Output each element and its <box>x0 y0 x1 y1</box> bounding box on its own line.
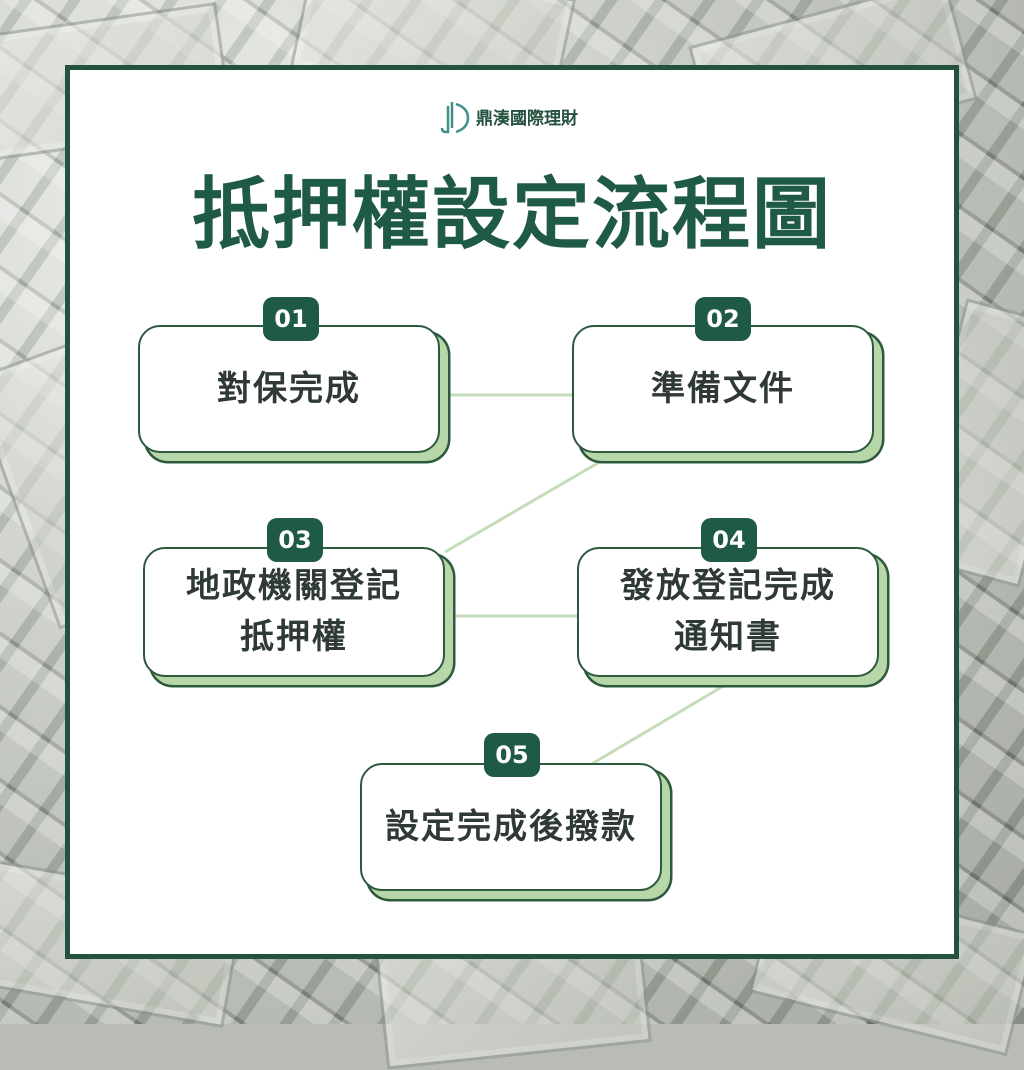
step-card-01: 對保完成 <box>138 325 440 453</box>
step-card-02: 準備文件 <box>572 325 874 453</box>
step-label: 設定完成後撥款 <box>385 806 637 847</box>
page-title: 抵押權設定流程圖 <box>191 170 832 260</box>
step-number-badge: 05 <box>484 733 540 777</box>
step-card-05: 設定完成後撥款 <box>360 763 662 891</box>
step-card-04: 發放登記完成 通知書 <box>577 547 879 677</box>
step-label: 發放登記完成 通知書 <box>620 566 836 657</box>
step-label: 地政機關登記 抵押權 <box>186 566 402 657</box>
brand-mark-icon <box>440 102 470 134</box>
step-label: 準備文件 <box>651 368 795 409</box>
connector-lines <box>444 393 726 767</box>
step-number-badge: 04 <box>701 518 757 562</box>
step-number-badge: 02 <box>695 297 751 341</box>
brand-name: 鼎湊國際理財 <box>476 108 578 129</box>
step-card-03: 地政機關登記 抵押權 <box>143 547 445 677</box>
connector-04-05 <box>589 683 726 767</box>
brand-logo: 鼎湊國際理財 <box>436 98 578 134</box>
step-number-badge: 01 <box>263 297 319 341</box>
step-number-badge: 03 <box>267 518 323 562</box>
step-label: 對保完成 <box>217 368 361 409</box>
connector-02-03 <box>444 458 604 554</box>
